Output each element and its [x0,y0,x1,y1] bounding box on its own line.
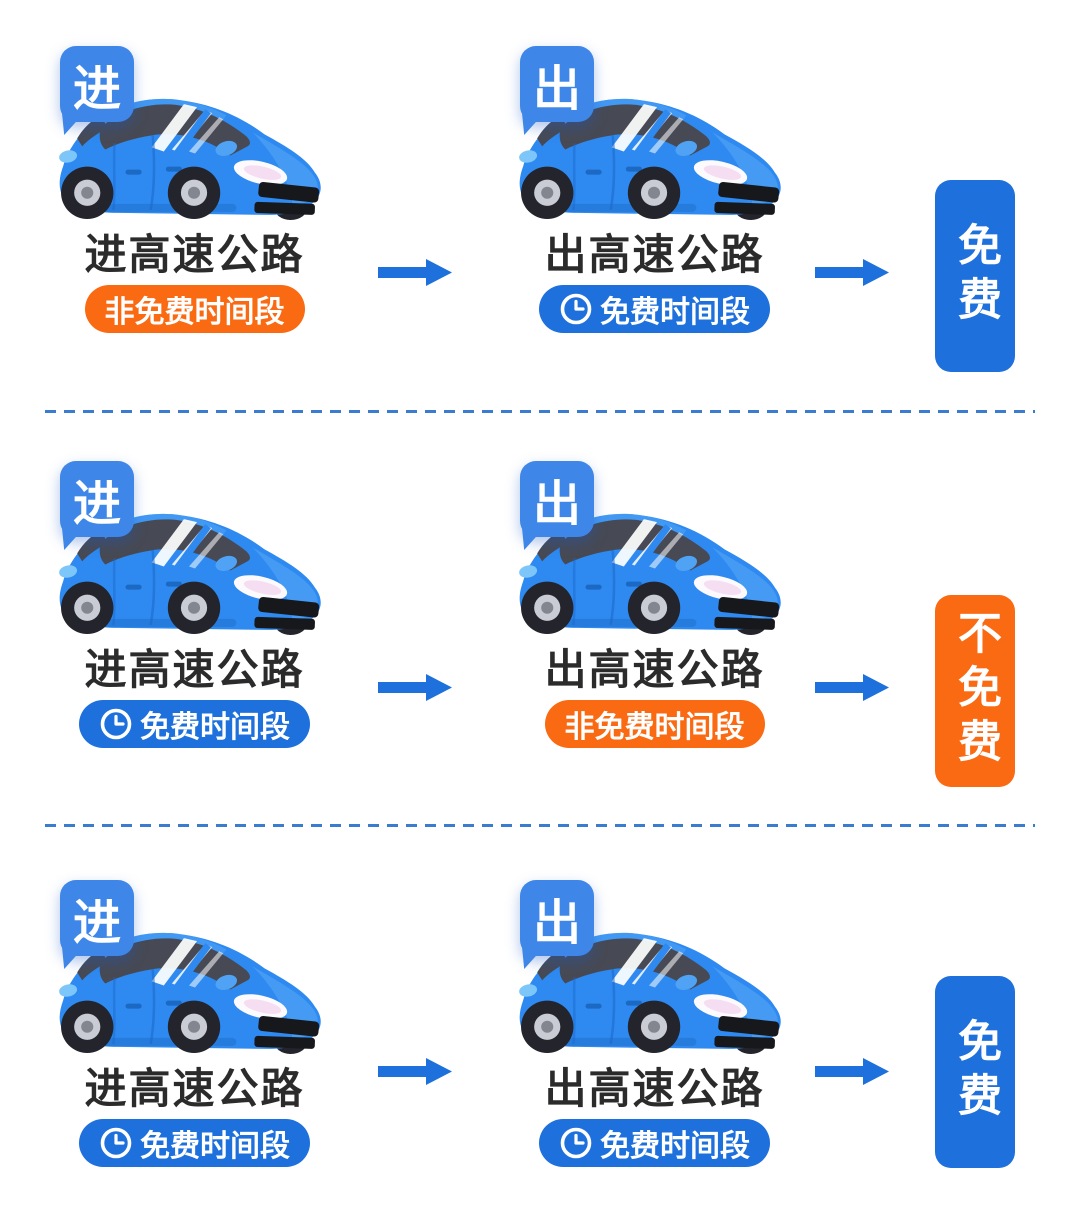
result-badge: 免费 [935,976,1015,1168]
step-exit-highway: 出 出高速公路 免费时间段 [512,874,797,1167]
clock-icon [99,1126,133,1160]
entry-gate-badge: 进 [60,46,134,122]
car-block: 进 [52,874,337,1057]
step-exit-highway: 出 出高速公路 免费时间段 [512,40,797,333]
dashed-separator [45,410,1035,413]
time-period-badge: 非免费时间段 [84,285,305,333]
step-exit-highway: 出 出高速公路 非免费时间段 [512,455,797,748]
result-label: 免费 [950,1018,1001,1126]
clock-icon [559,292,593,326]
time-period-badge: 免费时间段 [539,1119,770,1167]
time-period-label: 免费时间段 [600,1129,750,1164]
step-enter-highway: 进 进高速公路 非免费时间段 [52,40,337,333]
exit-gate-badge: 出 [520,461,594,537]
time-period-label: 免费时间段 [600,295,750,330]
clock-icon [99,707,133,741]
arrow-right-icon [378,1058,452,1085]
exit-gate-badge: 出 [520,46,594,122]
result-label: 免费 [950,222,1001,330]
entry-gate-label: 进 [72,61,121,117]
car-block: 出 [512,874,797,1057]
car-block: 进 [52,40,337,223]
arrow-right-icon [815,259,889,286]
time-period-label: 免费时间段 [140,1129,290,1164]
exit-gate-label: 出 [532,476,581,532]
time-period-badge: 免费时间段 [539,285,770,333]
rule-row-1: 进 进高速公路 非免费时间段 出 出高速公路 免费时间段 免费 [0,40,1080,375]
entry-gate-badge: 进 [60,461,134,537]
time-period-badge: 免费时间段 [79,700,310,748]
time-period-label: 非免费时间段 [104,295,285,330]
step-enter-highway: 进 进高速公路 免费时间段 [52,874,337,1167]
time-period-badge: 免费时间段 [79,1119,310,1167]
time-period-badge: 非免费时间段 [544,700,765,748]
result-badge: 免费 [935,180,1015,372]
time-period-label: 非免费时间段 [564,710,745,745]
step-title: 进高速公路 [84,230,305,279]
arrow-right-icon [815,1058,889,1085]
result-badge: 不免费 [935,595,1015,787]
rule-row-3: 进 进高速公路 免费时间段 出 出高速公路 免费时间段 [0,874,1080,1209]
entry-gate-badge: 进 [60,880,134,956]
arrow-right-icon [815,674,889,701]
entry-gate-label: 进 [72,895,121,951]
car-block: 出 [512,40,797,223]
arrow-right-icon [378,674,452,701]
step-enter-highway: 进 进高速公路 免费时间段 [52,455,337,748]
car-block: 进 [52,455,337,638]
exit-gate-label: 出 [532,61,581,117]
arrow-right-icon [378,259,452,286]
clock-icon [559,1126,593,1160]
car-block: 出 [512,455,797,638]
result-label: 不免费 [950,610,1001,772]
time-period-label: 免费时间段 [140,710,290,745]
exit-gate-label: 出 [532,895,581,951]
entry-gate-label: 进 [72,476,121,532]
step-title: 出高速公路 [544,1064,765,1113]
step-title: 出高速公路 [544,230,765,279]
step-title: 进高速公路 [84,645,305,694]
dashed-separator [45,824,1035,827]
step-title: 出高速公路 [544,645,765,694]
exit-gate-badge: 出 [520,880,594,956]
rule-row-2: 进 进高速公路 免费时间段 出 出高速公路 非免费时间段 不免费 [0,455,1080,790]
step-title: 进高速公路 [84,1064,305,1113]
